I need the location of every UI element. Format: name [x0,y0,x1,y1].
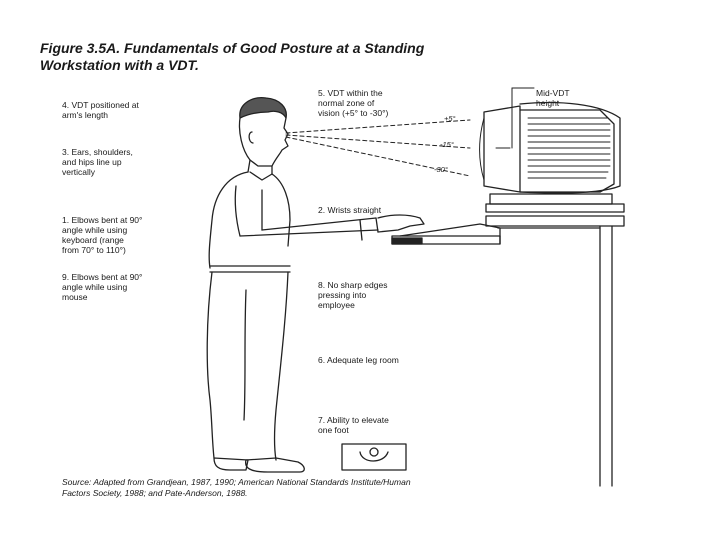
angle-plus-5: +5° [444,114,456,123]
foot-rest [341,443,407,471]
monitor [483,87,621,205]
workstation-stand [391,203,625,487]
label-adequate-leg-room: 6. Adequate leg room [318,355,399,365]
figure-source: Source: Adapted from Grandjean, 1987, 19… [62,477,602,499]
sight-lines [285,119,471,177]
figure-title: Figure 3.5A. Fundamentals of Good Postur… [40,40,520,74]
title-line-2: Workstation with a VDT. [40,57,199,73]
title-line-1: Figure 3.5A. Fundamentals of Good Postur… [40,40,425,56]
monitor-vents [527,117,611,179]
person-figure [206,97,425,473]
source-line-2: Factors Society, 1988; and Pate-Anderson… [62,488,248,498]
source-line-1: Source: Adapted from Grandjean, 1987, 19… [62,477,411,487]
angle-minus-15: -15° [440,140,454,149]
label-wrists-straight: 2. Wrists straight [318,205,382,215]
